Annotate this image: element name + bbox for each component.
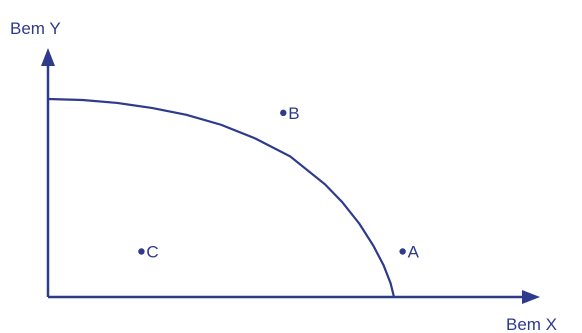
point-marker	[399, 248, 406, 255]
point-a: A	[399, 242, 420, 261]
point-marker	[138, 248, 145, 255]
x-axis-arrow-icon	[522, 290, 540, 304]
point-c: C	[138, 242, 159, 261]
y-axis-label: Bem Y	[10, 19, 61, 38]
chart-axes	[41, 48, 540, 304]
x-axis-label: Bem X	[506, 315, 557, 333]
point-label: A	[408, 242, 420, 261]
point-label: C	[146, 242, 158, 261]
points-layer: A B C	[138, 104, 420, 261]
ppf-curve-series	[47, 97, 396, 298]
point-label: B	[288, 104, 299, 123]
point-marker	[280, 109, 287, 117]
y-axis-arrow-icon	[41, 48, 55, 66]
point-b: B	[280, 104, 300, 123]
